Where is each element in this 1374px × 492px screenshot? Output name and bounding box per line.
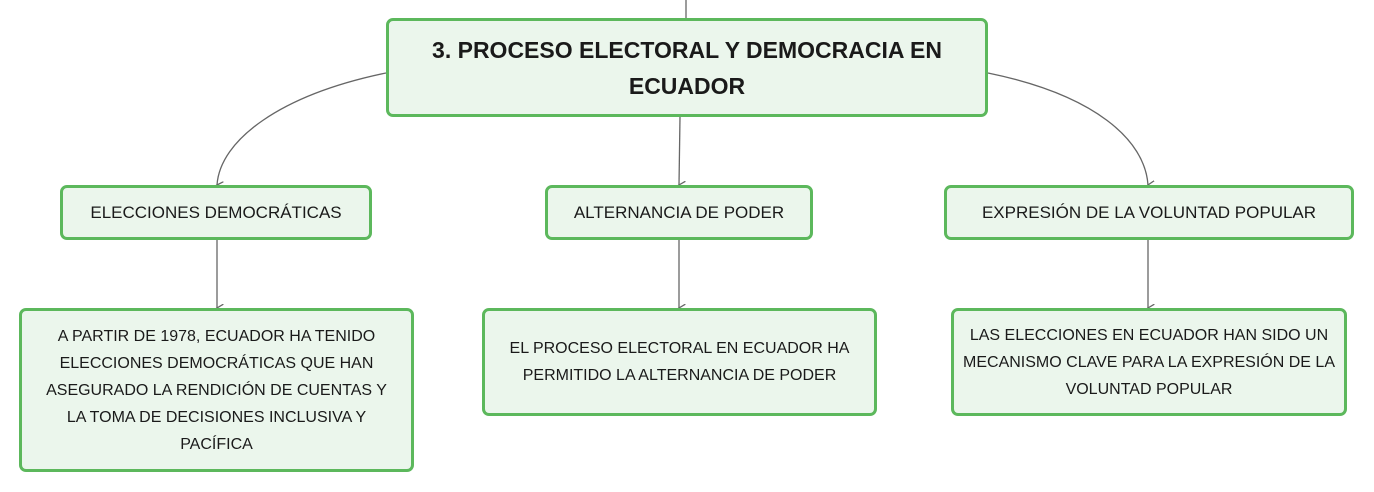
branch-node-expresion[interactable]: EXPRESIÓN DE LA VOLUNTAD POPULAR bbox=[944, 185, 1354, 240]
detail-node-expresion[interactable]: LAS ELECCIONES EN ECUADOR HAN SIDO UN ME… bbox=[951, 308, 1347, 416]
connector-root-to-branch-1 bbox=[217, 72, 387, 185]
connector-root-to-branch-3 bbox=[987, 72, 1148, 185]
detail-text: A PARTIR DE 1978, ECUADOR HA TENIDO ELEC… bbox=[46, 327, 387, 453]
detail-node-alternancia[interactable]: EL PROCESO ELECTORAL EN ECUADOR HA PERMI… bbox=[482, 308, 877, 416]
branch-label: ELECCIONES DEMOCRÁTICAS bbox=[90, 202, 342, 222]
branch-node-alternancia[interactable]: ALTERNANCIA DE PODER bbox=[545, 185, 813, 240]
root-node[interactable]: 3. PROCESO ELECTORAL Y DEMOCRACIA EN ECU… bbox=[386, 18, 988, 117]
root-title: 3. PROCESO ELECTORAL Y DEMOCRACIA EN ECU… bbox=[432, 36, 942, 99]
branch-label: ALTERNANCIA DE PODER bbox=[573, 202, 785, 222]
connector-root-to-branch-2 bbox=[679, 116, 680, 185]
detail-text: EL PROCESO ELECTORAL EN ECUADOR HA PERMI… bbox=[509, 340, 850, 384]
detail-text: LAS ELECCIONES EN ECUADOR HAN SIDO UN ME… bbox=[963, 326, 1335, 398]
branch-node-elecciones[interactable]: ELECCIONES DEMOCRÁTICAS bbox=[60, 185, 372, 240]
detail-node-elecciones[interactable]: A PARTIR DE 1978, ECUADOR HA TENIDO ELEC… bbox=[19, 308, 414, 472]
branch-label: EXPRESIÓN DE LA VOLUNTAD POPULAR bbox=[981, 202, 1317, 222]
